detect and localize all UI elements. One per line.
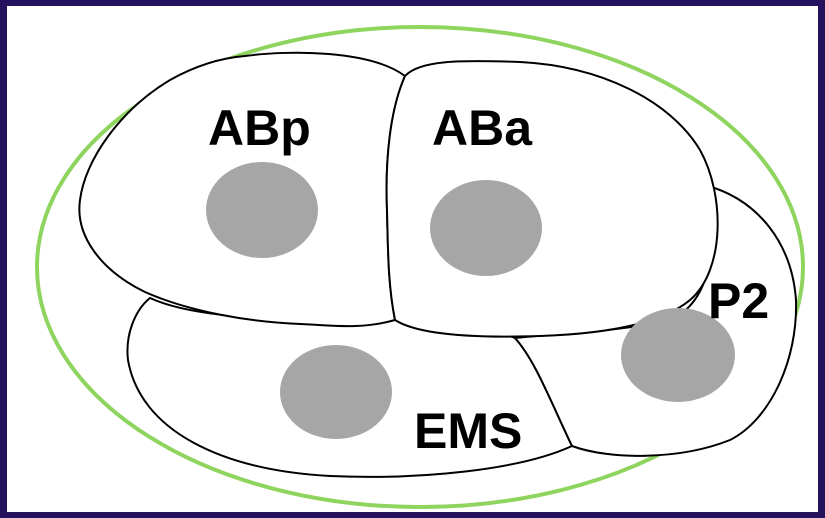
nucleus-p2 xyxy=(621,308,735,402)
label-abp: ABp xyxy=(208,100,311,156)
label-aba: ABa xyxy=(432,100,533,156)
label-p2: P2 xyxy=(708,273,769,329)
nucleus-abp xyxy=(206,162,318,258)
nucleus-aba xyxy=(430,180,542,276)
eggshell-outline xyxy=(35,25,805,509)
label-ems: EMS xyxy=(414,403,522,459)
nucleus-ems xyxy=(280,345,392,439)
